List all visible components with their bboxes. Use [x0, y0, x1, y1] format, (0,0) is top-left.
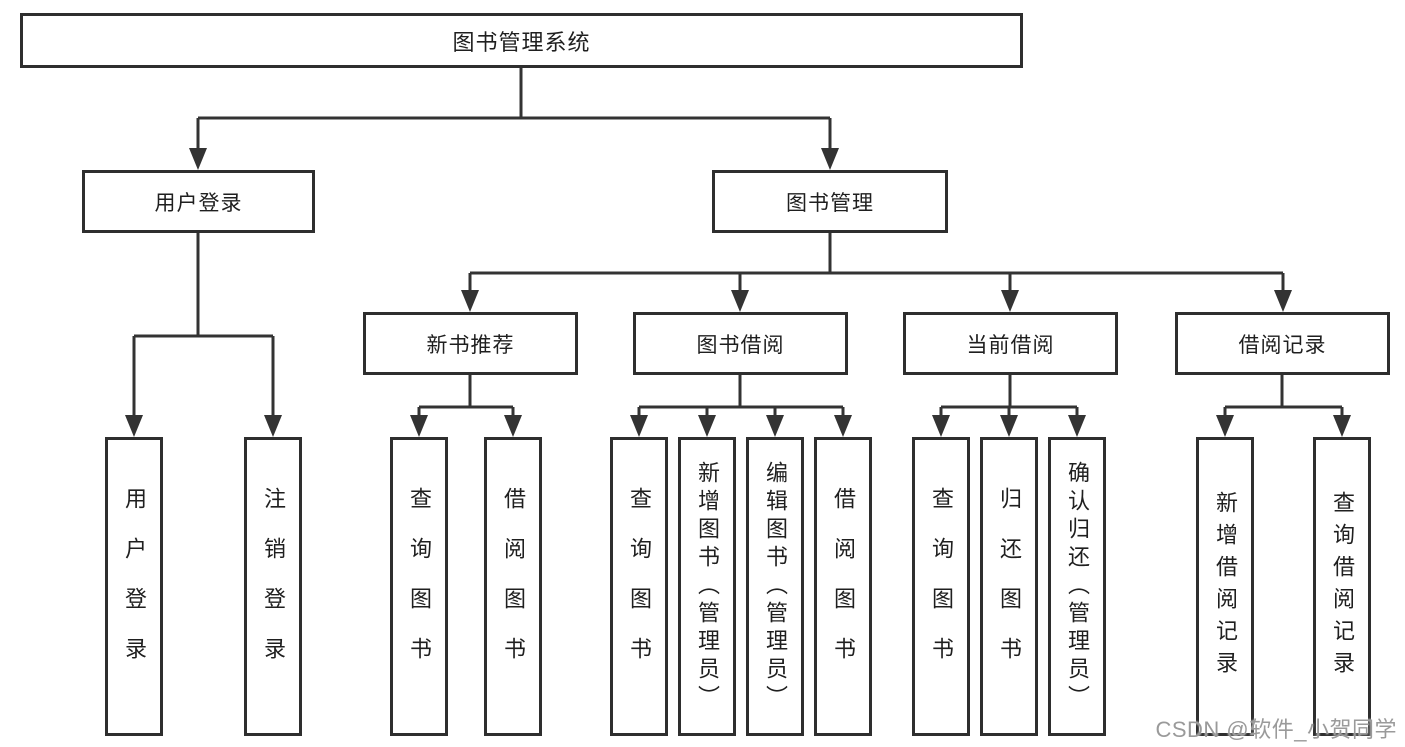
- node-label: 当前借阅: [966, 333, 1055, 357]
- node-label: 新书推荐: [426, 333, 515, 357]
- node-borrowing-records: 借阅记录: [1175, 312, 1390, 375]
- leaf-query-books-borrow: 查询图书: [610, 437, 668, 736]
- node-user-login: 用户登录: [82, 170, 315, 233]
- node-label: 图书管理系统: [452, 29, 591, 55]
- leaf-label: 新增图书（管理员）: [695, 460, 720, 713]
- node-label: 用户登录: [154, 191, 243, 215]
- leaf-label: 借阅图书: [501, 486, 526, 687]
- leaf-label: 查询借阅记录: [1330, 490, 1355, 683]
- leaf-user-login: 用户登录: [105, 437, 163, 736]
- leaf-label: 新增借阅记录: [1213, 490, 1238, 683]
- leaf-label: 查询图书: [407, 486, 432, 687]
- node-label: 借阅记录: [1238, 333, 1327, 357]
- leaf-add-borrow-record: 新增借阅记录: [1196, 437, 1254, 736]
- leaf-label: 注销登录: [261, 486, 286, 687]
- leaf-add-books-admin: 新增图书（管理员）: [678, 437, 736, 736]
- node-label: 图书借阅: [696, 333, 785, 357]
- leaf-label: 确认归还（管理员）: [1065, 460, 1090, 713]
- node-label: 图书管理: [786, 191, 874, 215]
- node-book-borrowing: 图书借阅: [633, 312, 848, 375]
- leaf-confirm-return-admin: 确认归还（管理员）: [1048, 437, 1106, 736]
- leaf-label: 编辑图书（管理员）: [763, 460, 788, 713]
- leaf-label: 查询图书: [627, 486, 652, 687]
- leaf-edit-books-admin: 编辑图书（管理员）: [746, 437, 804, 736]
- leaf-return-books: 归还图书: [980, 437, 1038, 736]
- leaf-query-books-recommend: 查询图书: [390, 437, 448, 736]
- leaf-borrow-books-recommend: 借阅图书: [484, 437, 542, 736]
- leaf-label: 归还图书: [997, 486, 1022, 687]
- leaf-label: 用户登录: [122, 486, 147, 687]
- node-current-borrowing: 当前借阅: [903, 312, 1118, 375]
- node-book-management: 图书管理: [712, 170, 948, 233]
- leaf-query-borrow-record: 查询借阅记录: [1313, 437, 1371, 736]
- leaf-logout: 注销登录: [244, 437, 302, 736]
- leaf-query-books-current: 查询图书: [912, 437, 970, 736]
- leaf-label: 查询图书: [929, 486, 954, 687]
- node-library-management-system: 图书管理系统: [20, 13, 1023, 68]
- leaf-label: 借阅图书: [831, 486, 856, 687]
- node-new-book-recommendation: 新书推荐: [363, 312, 578, 375]
- watermark-text: CSDN @软件_小贺同学: [1155, 717, 1397, 742]
- leaf-borrow-books: 借阅图书: [814, 437, 872, 736]
